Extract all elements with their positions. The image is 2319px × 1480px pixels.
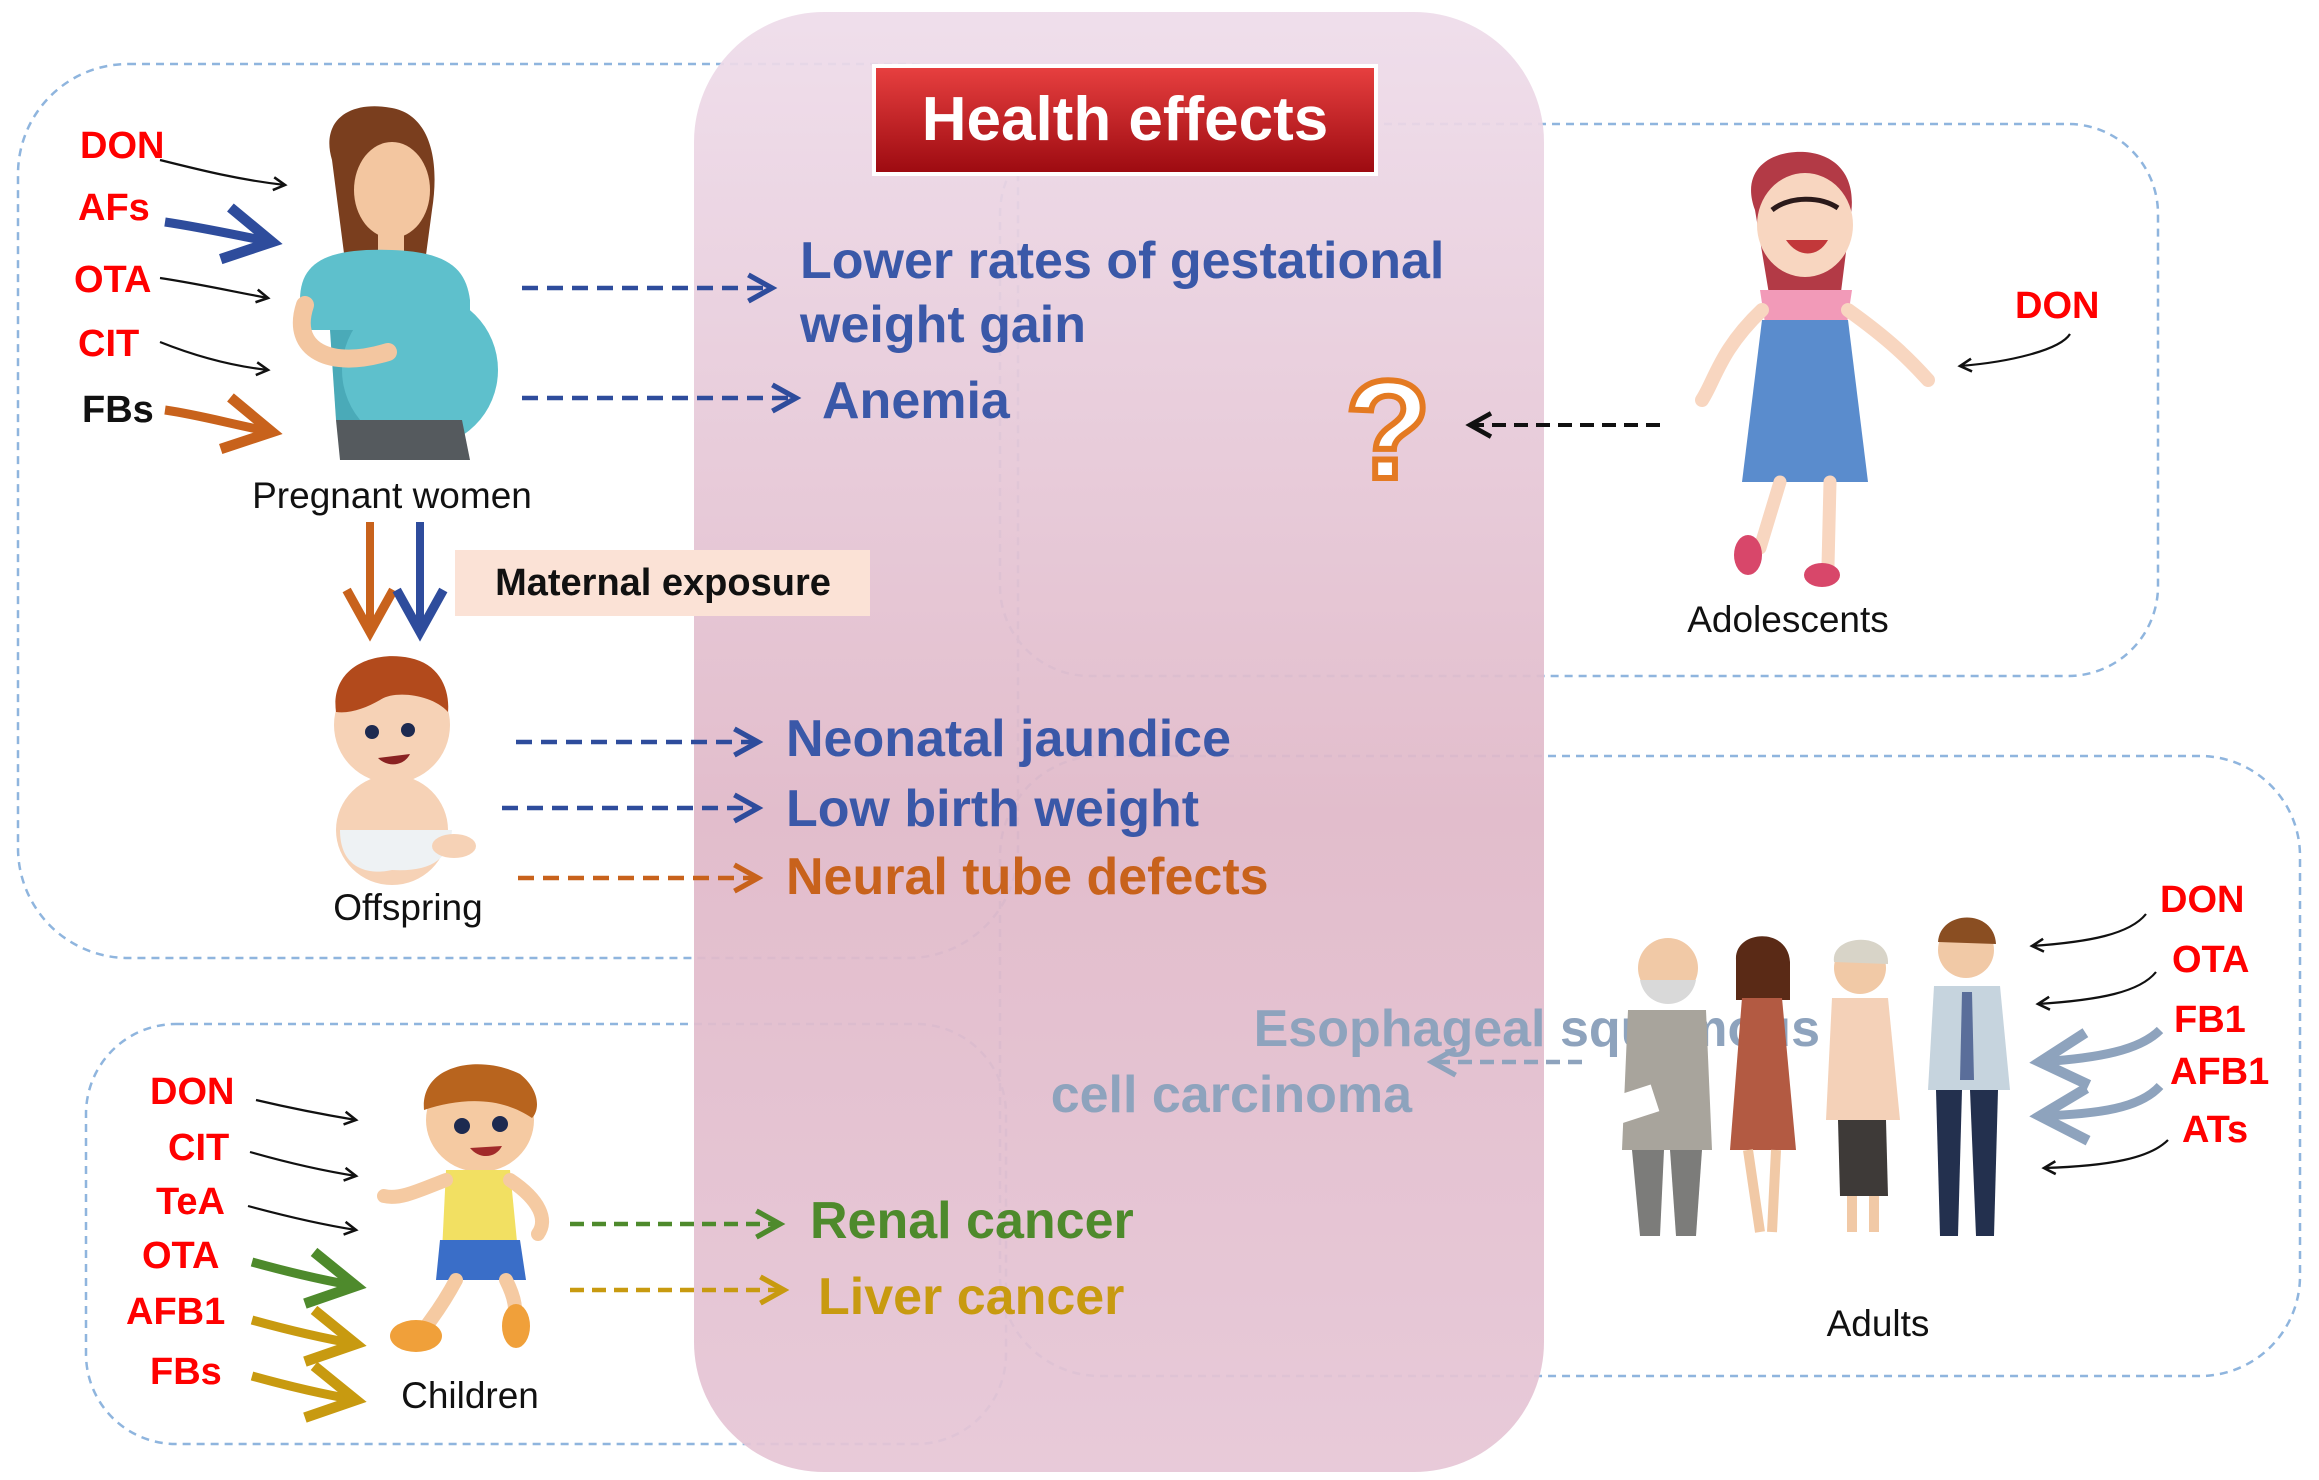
effect-neural-tube-defects: Neural tube defects bbox=[786, 848, 1269, 906]
effect-renal-cancer: Renal cancer bbox=[810, 1192, 1134, 1250]
effect-anemia: Anemia bbox=[822, 372, 1011, 430]
effect-liver-cancer: Liver cancer bbox=[818, 1268, 1124, 1326]
adult-toxins: DON OTA FB1 AFB1 ATs bbox=[2160, 879, 2269, 1151]
maternal-exposure-label: Maternal exposure bbox=[495, 562, 831, 604]
title-text: Health effects bbox=[922, 85, 1329, 154]
effect-esophageal-line1: Esophageal squamous bbox=[1254, 1000, 1820, 1058]
pregnant-woman-figure bbox=[292, 106, 498, 460]
exposure-arrow bbox=[159, 340, 268, 370]
toxin-label: OTA bbox=[74, 259, 151, 301]
effect-gestational-weight-line1: Lower rates of gestational bbox=[800, 232, 1444, 290]
adults-figures bbox=[1612, 917, 2010, 1236]
adolescents-box bbox=[998, 122, 2160, 678]
exposure-arrow bbox=[255, 1098, 356, 1120]
adults-box bbox=[998, 754, 2302, 1378]
exposure-arrow bbox=[2044, 1139, 2169, 1168]
exposure-arrow bbox=[2040, 1082, 2164, 1116]
toxin-label: DON bbox=[2160, 879, 2244, 921]
pregnant-toxins: DON AFs OTA CIT FBs bbox=[74, 125, 164, 431]
children-label: Children bbox=[401, 1375, 539, 1416]
exposure-arrow bbox=[250, 1262, 356, 1286]
child-figure bbox=[377, 1064, 549, 1352]
adults-label: Adults bbox=[1827, 1303, 1930, 1344]
exposure-arrow bbox=[159, 276, 268, 298]
toxin-label: CIT bbox=[78, 323, 139, 365]
toxin-label: CIT bbox=[168, 1127, 229, 1169]
toxin-label: OTA bbox=[142, 1235, 219, 1277]
effect-gestational-weight-line2: weight gain bbox=[799, 296, 1086, 354]
exposure-arrow bbox=[250, 1320, 356, 1344]
exposure-arrow bbox=[2038, 971, 2157, 1004]
title-banner: Health effects bbox=[872, 64, 1378, 176]
exposure-arrow bbox=[164, 222, 272, 242]
toxin-label: DON bbox=[2015, 285, 2099, 327]
toxin-label: FBs bbox=[82, 389, 154, 431]
children-toxin-arrows bbox=[247, 1098, 356, 1400]
toxin-label: TeA bbox=[156, 1181, 225, 1223]
question-mark-icon: ? bbox=[1342, 348, 1434, 511]
exposure-arrow bbox=[159, 158, 285, 185]
effect-neonatal-jaundice: Neonatal jaundice bbox=[786, 710, 1231, 768]
toxin-label: AFB1 bbox=[2170, 1051, 2269, 1093]
toxin-label: AFB1 bbox=[126, 1291, 225, 1333]
toxin-label: FBs bbox=[150, 1351, 222, 1393]
exposure-arrow bbox=[164, 410, 272, 432]
exposure-arrow bbox=[2040, 1026, 2164, 1062]
offspring-label: Offspring bbox=[333, 887, 482, 928]
pregnant-toxin-arrows bbox=[159, 158, 285, 432]
effect-low-birth-weight: Low birth weight bbox=[786, 780, 1199, 838]
exposure-arrow bbox=[247, 1204, 356, 1230]
baby-figure bbox=[334, 656, 476, 885]
exposure-arrow bbox=[2032, 913, 2147, 946]
toxin-label: FB1 bbox=[2174, 999, 2246, 1041]
children-toxins: DON CIT TeA OTA AFB1 FBs bbox=[126, 1071, 234, 1393]
maternal-exposure-badge bbox=[455, 550, 870, 616]
exposure-arrow bbox=[250, 1376, 356, 1400]
svg-text:?: ? bbox=[1345, 351, 1431, 508]
health-effects-panel bbox=[694, 12, 1544, 1472]
toxin-label: OTA bbox=[2172, 939, 2249, 981]
toxin-label: DON bbox=[150, 1071, 234, 1113]
adult-toxin-arrows bbox=[2032, 913, 2169, 1168]
adolescents-label: Adolescents bbox=[1687, 599, 1889, 640]
toxin-label: DON bbox=[80, 125, 164, 167]
exposure-arrow bbox=[249, 1150, 356, 1176]
toxin-label: ATs bbox=[2182, 1109, 2248, 1151]
effect-esophageal-line2: cell carcinoma bbox=[1051, 1066, 1413, 1124]
toxin-label: AFs bbox=[78, 187, 150, 229]
adolescent-girl-figure bbox=[1695, 151, 1935, 587]
pregnant-women-label: Pregnant women bbox=[252, 475, 532, 516]
exposure-arrow bbox=[1960, 333, 2071, 366]
